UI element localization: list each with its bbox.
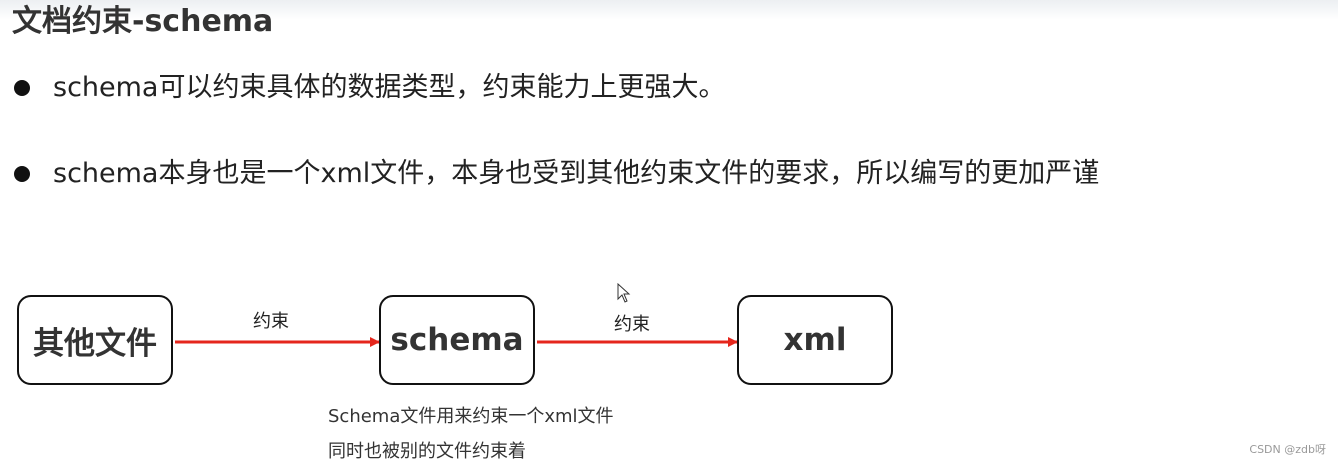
top-band (0, 0, 1338, 20)
bullet-text: schema本身也是一个xml文件，本身也受到其他约束文件的要求，所以编写的更加… (53, 158, 1100, 189)
node-other-files: 其他文件 (17, 295, 173, 385)
slide-title: 文档约束-schema (12, 4, 274, 39)
edge-label-constrain: 约束 (253, 311, 289, 332)
watermark: CSDN @zdb呀 (1249, 443, 1326, 456)
bullet-item: schema本身也是一个xml文件，本身也受到其他约束文件的要求，所以编写的更加… (14, 157, 1099, 191)
mouse-cursor-icon (617, 283, 631, 303)
bullet-dot-icon (14, 80, 30, 96)
node-xml: xml (737, 295, 893, 385)
diagram-note: 同时也被别的文件约束着 (328, 441, 526, 462)
bullet-dot-icon (14, 166, 30, 182)
edge-label-constrain: 约束 (614, 314, 650, 335)
diagram-note: Schema文件用来约束一个xml文件 (328, 406, 614, 427)
bullet-item: schema可以约束具体的数据类型，约束能力上更强大。 (14, 71, 725, 105)
bullet-text: schema可以约束具体的数据类型，约束能力上更强大。 (53, 72, 726, 103)
node-schema: schema (379, 295, 535, 385)
